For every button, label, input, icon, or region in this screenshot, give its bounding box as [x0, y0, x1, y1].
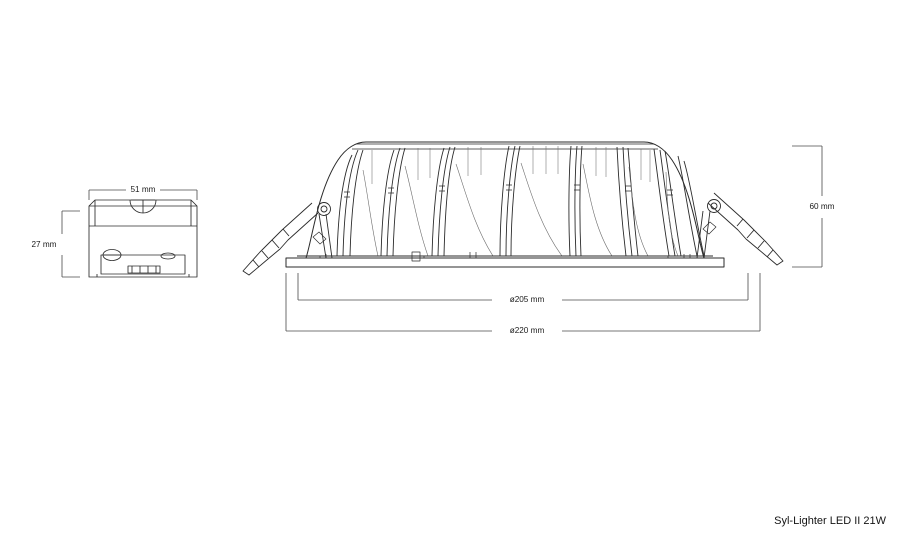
heatsink-fin	[392, 147, 406, 257]
spring-clip-right-arm	[707, 192, 784, 266]
heatsink-strut-group	[371, 146, 651, 184]
dimension-label-body-height: 60 mm	[809, 202, 834, 211]
bezel-centre-feature	[411, 251, 421, 262]
heatsink-fin	[499, 145, 510, 257]
spring-clip-left-bend-d	[252, 259, 260, 268]
heatsink-fin	[616, 146, 627, 257]
driver-small-oval-component	[160, 252, 176, 260]
heatsink-fin	[579, 145, 583, 257]
luminaire-outer-silhouette	[285, 141, 725, 268]
heatsink-fin	[659, 149, 676, 257]
spring-clip-left-bracket	[318, 213, 333, 259]
fin-foot-detail	[506, 184, 512, 191]
spring-clip-right-bend-b	[746, 229, 755, 239]
spring-clip-left-bend-a	[282, 228, 290, 237]
heatsink-fin	[622, 146, 633, 257]
fin-foot-detail	[388, 187, 394, 194]
fin-foot-detail	[625, 185, 631, 192]
heatsink-fin	[342, 149, 359, 257]
dimension-overall-diameter	[285, 273, 761, 332]
heatsink-web	[628, 166, 649, 257]
heatsink-fin	[349, 149, 364, 257]
spring-clip-right-bracket	[696, 210, 711, 259]
driver-terminal-dividers	[131, 266, 157, 273]
spring-clip-right-bend-d	[766, 249, 774, 258]
product-title: Syl-Lighter LED II 21W	[774, 515, 886, 527]
driver-box-corner-edges	[94, 200, 192, 226]
heatsink-web	[520, 162, 563, 257]
driver-box-outline	[88, 205, 198, 278]
spring-clip-right-hinge-plate	[702, 221, 717, 235]
heatsink-fin	[437, 146, 451, 257]
spring-clip-right	[696, 192, 784, 266]
bezel-plate-ends	[285, 258, 725, 267]
spring-clip-left-pivot-ring	[317, 202, 331, 216]
dimension-body-height	[792, 145, 823, 268]
heatsink-web-group	[362, 162, 679, 257]
dimension-label-driver-width: 51 mm	[130, 185, 155, 194]
heatsink-web	[455, 163, 494, 257]
heatsink-fin	[505, 145, 516, 257]
driver-box-view	[88, 199, 198, 278]
dimension-cutout-diameter	[297, 273, 749, 301]
spring-clip-left	[242, 202, 333, 276]
driver-terminal-block	[127, 265, 161, 274]
dimension-label-driver-height: 27 mm	[31, 240, 56, 249]
heatsink-fin	[568, 145, 572, 257]
heatsink-fin	[510, 145, 521, 257]
heatsink-web	[665, 171, 679, 257]
dimension-label-cutout-diameter: ø205 mm	[510, 295, 545, 304]
driver-base-feet	[96, 274, 190, 277]
heatsink-web	[582, 163, 613, 257]
spring-clip-left-pivot-hole	[320, 205, 328, 213]
fin-foot-detail-group	[344, 184, 673, 198]
spring-clip-left-arm	[242, 202, 319, 276]
fin-foot-detail	[667, 189, 673, 196]
heatsink-fin	[653, 148, 670, 257]
heatsink-fin	[380, 149, 395, 257]
spring-clip-left-hinge-plate	[312, 231, 327, 245]
spring-clip-left-bend-b	[271, 239, 280, 249]
fin-foot-detail	[344, 191, 350, 198]
spring-clip-right-bend-c	[757, 240, 765, 249]
heatsink-fin	[431, 147, 445, 257]
spring-clip-left-bend-c	[261, 250, 269, 259]
heatsink-fin	[683, 160, 705, 257]
dimension-label-overall-diameter: ø220 mm	[510, 326, 545, 335]
dimension-driver-height	[61, 210, 80, 278]
heatsink-fin	[677, 155, 698, 257]
heatsink-fin	[443, 146, 456, 257]
fin-foot-detail	[439, 185, 445, 192]
heatsink-fin	[664, 150, 682, 257]
driver-inner-tray	[100, 254, 186, 275]
heatsink-fin	[336, 154, 353, 257]
heatsink-fin	[386, 147, 401, 257]
heatsink-web	[404, 165, 429, 257]
heatsink-web	[362, 169, 379, 257]
luminaire-view	[242, 141, 784, 276]
fin-foot-detail	[574, 184, 580, 191]
heatsink-fin	[574, 145, 578, 257]
dimension-driver-width	[88, 189, 198, 200]
spring-clip-right-bend-a	[736, 218, 744, 227]
spring-clip-right-pivot-ring	[707, 199, 721, 213]
